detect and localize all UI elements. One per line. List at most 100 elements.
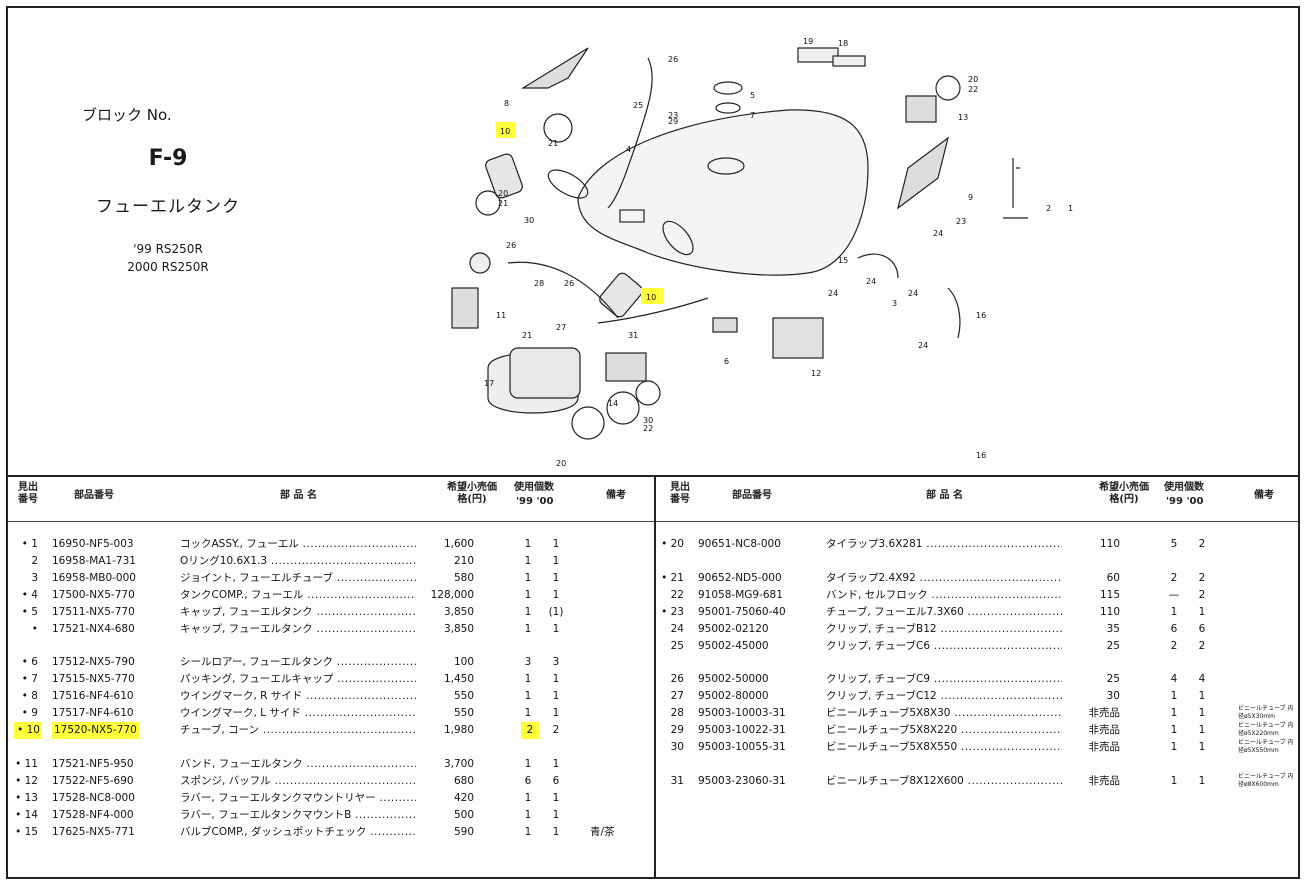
callout-label: 20 bbox=[498, 189, 508, 198]
callout-label: 25 bbox=[633, 101, 643, 110]
block-models: '99 RS250R 2000 RS250R bbox=[68, 240, 268, 276]
header-part-name-left: 部 品 名 bbox=[280, 490, 317, 501]
header-price-right: 希望小売価格(円) bbox=[1099, 482, 1149, 505]
callout-label: 23 bbox=[668, 111, 678, 120]
callout-label: 5 bbox=[750, 91, 755, 100]
table-row: 2995003-10022-31ビニールチューブ5X8X220非売品11ビニール… bbox=[660, 722, 1296, 739]
table-row: 3095003-10055-31ビニールチューブ5X8X550非売品11ビニール… bbox=[660, 739, 1296, 756]
model-line-2: 2000 RS250R bbox=[127, 260, 209, 274]
header-ref-right: 見出番号 bbox=[670, 482, 690, 505]
callout-label: 28 bbox=[534, 279, 544, 288]
header-part-no-left: 部品番号 bbox=[74, 490, 114, 501]
callout-label: 24 bbox=[866, 277, 876, 286]
callout-label: 20 bbox=[556, 459, 566, 468]
callout-label: 10 bbox=[646, 293, 656, 302]
table-header-border bbox=[8, 521, 1298, 522]
callout-label: 22 bbox=[968, 85, 978, 94]
callout-highlight bbox=[641, 288, 663, 304]
callout-label: 24 bbox=[933, 229, 943, 238]
callout-label: 13 bbox=[958, 113, 968, 122]
callout-label: 29 bbox=[668, 117, 678, 126]
callout-label: 16 bbox=[976, 451, 986, 460]
callout-label: 30 bbox=[524, 216, 534, 225]
callout-label: 27 bbox=[556, 323, 566, 332]
callout-label: 22 bbox=[643, 424, 653, 433]
callout-label: 18 bbox=[838, 39, 848, 48]
table-center-border bbox=[654, 475, 656, 879]
callout-label: 17 bbox=[484, 379, 494, 388]
header-remarks-left: 備考 bbox=[606, 490, 626, 501]
callout-label: 21 bbox=[498, 199, 508, 208]
callout-label: 3 bbox=[892, 299, 897, 308]
diagram-callouts: 1 2 3 4 5 6 7 8 9 10 10 11 12 13 14 15 1… bbox=[484, 37, 1073, 468]
callout-label: 20 bbox=[968, 75, 978, 84]
table-top-border bbox=[8, 475, 1298, 477]
header-price-left: 希望小売価格(円) bbox=[447, 482, 497, 505]
callout-label: 16 bbox=[976, 311, 986, 320]
header-remarks-right: 備考 bbox=[1254, 490, 1274, 501]
table-row: 3195003-23060-31ビニールチューブ8X12X600非売品11ビニー… bbox=[660, 773, 1296, 790]
callout-label: 24 bbox=[828, 289, 838, 298]
callout-label: 24 bbox=[918, 341, 928, 350]
header-part-name-right: 部 品 名 bbox=[926, 490, 963, 501]
header-qty-right: 使用個数 bbox=[1164, 482, 1204, 493]
callout-label: 24 bbox=[908, 289, 918, 298]
callout-label: 1 bbox=[1068, 204, 1073, 213]
model-line-1: '99 RS250R bbox=[133, 242, 203, 256]
callout-label: 2 bbox=[1046, 204, 1051, 213]
callout-label: 14 bbox=[608, 399, 618, 408]
callout-label: 11 bbox=[496, 311, 506, 320]
callout-label: 9 bbox=[968, 193, 973, 202]
callout-label: 26 bbox=[506, 241, 516, 250]
callout-label: 21 bbox=[522, 331, 532, 340]
header-qty-years-right: '99 '00 bbox=[1166, 496, 1204, 507]
callout-label: 31 bbox=[628, 331, 638, 340]
block-label: ブロック No. bbox=[82, 106, 172, 124]
callout-label: 26 bbox=[564, 279, 574, 288]
callout-label: 15 bbox=[838, 256, 848, 265]
callout-label: 30 bbox=[643, 416, 653, 425]
callout-label: 26 bbox=[668, 55, 678, 64]
header-part-no-right: 部品番号 bbox=[732, 490, 772, 501]
block-name: フューエルタンク bbox=[96, 197, 240, 217]
callout-label: 8 bbox=[504, 99, 509, 108]
callout-label: 23 bbox=[956, 217, 966, 226]
callout-label: 12 bbox=[811, 369, 821, 378]
callout-label: 21 bbox=[548, 139, 558, 148]
parts-catalog-page: ブロック No. F-9 フューエルタンク '99 RS250R 2000 RS… bbox=[6, 6, 1300, 879]
block-code: F-9 bbox=[148, 146, 188, 171]
exploded-parts-diagram: 1 2 3 4 5 6 7 8 9 10 10 11 12 13 14 15 1… bbox=[451, 37, 1073, 468]
callout-label: 10 bbox=[500, 127, 510, 136]
table-row: 2895003-10003-31ビニールチューブ5X8X30非売品11ビニールチ… bbox=[660, 705, 1296, 722]
callout-highlight bbox=[496, 122, 516, 138]
header-qty-left: 使用個数 bbox=[514, 482, 554, 493]
callout-label: 6 bbox=[724, 357, 729, 366]
callout-label: 19 bbox=[803, 37, 813, 46]
callout-label: 4 bbox=[626, 145, 631, 154]
header-ref-left: 見出番号 bbox=[18, 482, 38, 505]
